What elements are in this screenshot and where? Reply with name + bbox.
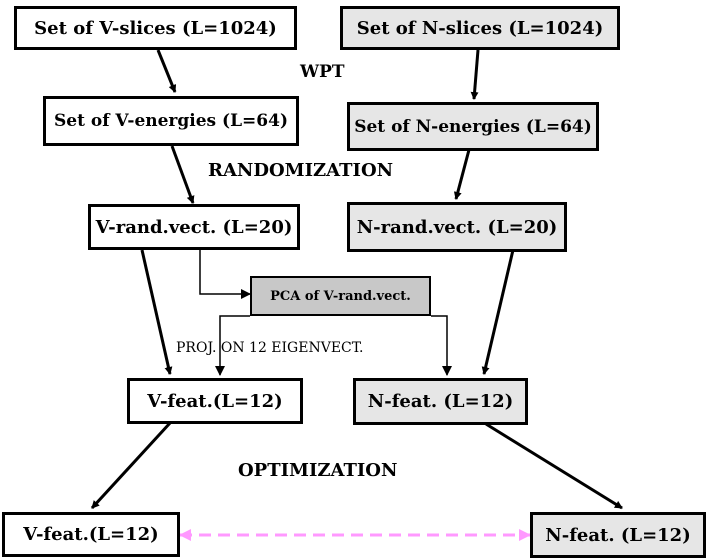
v-slices-box: Set of V-slices (L=1024) [14, 6, 297, 50]
arrow-n-slices-to-energies [470, 49, 480, 100]
randomization-label: RANDOMIZATION [208, 160, 394, 181]
v-feat-box: V-feat.(L=12) [127, 378, 303, 424]
arrow-v-rand-to-feat [140, 249, 173, 375]
arrow-v-slices-to-energies [156, 49, 177, 93]
arrow-n-rand-to-feat [481, 249, 515, 375]
arrow-n-energies-to-rand [453, 145, 472, 200]
v-feat-optimized-box: V-feat.(L=12) [2, 512, 180, 557]
projection-label: PROJ. ON 12 EIGENVECT. [176, 340, 364, 356]
pca-box: PCA of V-rand.vect. [250, 276, 431, 316]
arrow-pca-to-n-feat [431, 315, 452, 376]
optimization-label: OPTIMIZATION [238, 460, 398, 481]
n-rand-vect-box: N-rand.vect. (L=20) [347, 202, 567, 252]
n-feat-box: N-feat. (L=12) [353, 378, 528, 425]
v-energies-box: Set of V-energies (L=64) [43, 96, 299, 146]
arrow-pca-to-v-feat [215, 315, 250, 376]
arrow-v-energies-to-rand [170, 145, 195, 204]
n-energies-box: Set of N-energies (L=64) [347, 102, 599, 151]
n-slices-box: Set of N-slices (L=1024) [340, 6, 620, 50]
v-rand-vect-box: V-rand.vect. (L=20) [88, 204, 300, 250]
n-feat-optimized-box: N-feat. (L=12) [530, 512, 706, 558]
arrow-v-feat-to-opt [90, 421, 172, 510]
wpt-label: WPT [300, 62, 345, 82]
arrow-v-rand-to-pca [199, 250, 251, 299]
arrow-n-feat-to-opt [485, 422, 623, 510]
